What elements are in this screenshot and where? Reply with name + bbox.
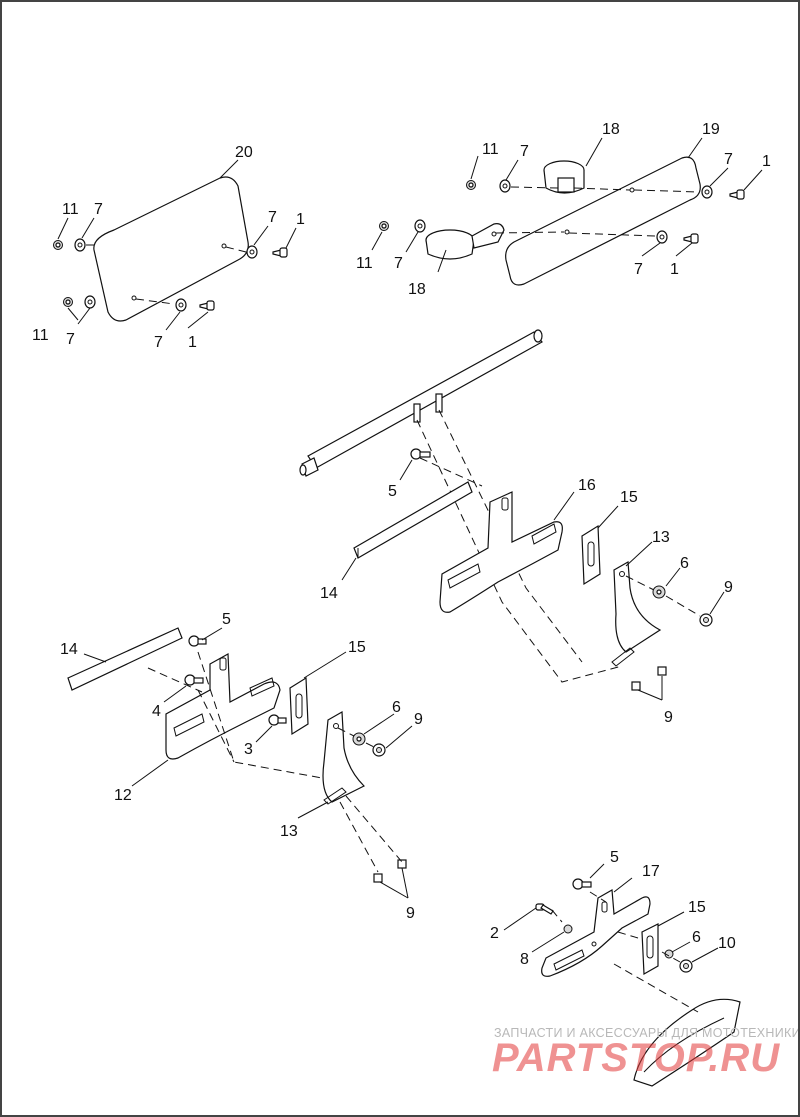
washer-nut-bottom [664,949,693,973]
spacer-15-upper [581,524,601,586]
bracket-13-lower [322,710,366,805]
watermark-tagline: ЗАПЧАСТИ И АКСЕССУАРЫ ДЛЯ МОТОТЕХНИКИ [494,1026,800,1040]
bolt-3 [268,714,287,726]
callout-15: 15 [348,639,366,656]
inserts-9-lower [373,859,407,883]
clamp-18-upper [543,160,585,194]
callout-14: 14 [320,585,338,602]
callout-7: 7 [66,331,75,348]
bracket-17 [541,889,651,977]
mounting-crossbar [299,329,543,477]
callout-11: 11 [482,141,499,158]
watermark-logo: PARTSTOP.RU [492,1036,781,1080]
callout-6: 6 [392,699,401,716]
callout-11: 11 [32,327,49,344]
callout-15: 15 [620,489,638,506]
callout-5: 5 [388,483,397,500]
callout-9: 9 [406,905,415,922]
callout-5: 5 [222,611,231,628]
bolt-5-bottom [572,878,592,890]
assembly-line-b [438,409,583,663]
bolt-4 [184,674,204,686]
callout-16: 16 [578,477,596,494]
bracket-13-upper [611,561,662,667]
assembly-line-a [416,419,623,683]
washer-8 [563,924,573,934]
hardware-set-right-lower [379,219,699,244]
callout-7: 7 [94,201,103,218]
callout-9: 9 [724,579,733,596]
callout-6: 6 [692,929,701,946]
callout-4: 4 [152,703,161,720]
callout-labels: 20 11 7 7 1 11 7 7 1 11 7 18 19 7 1 11 7… [32,121,771,968]
callout-7: 7 [520,143,529,160]
bracket-16 [439,491,563,613]
callout-12: 12 [114,787,132,804]
callout-7: 7 [268,209,277,226]
callout-9: 9 [414,711,423,728]
leader-lines [57,137,763,963]
callout-11: 11 [62,201,79,218]
callout-1: 1 [296,211,305,228]
callout-18: 18 [408,281,426,298]
callout-5: 5 [610,849,619,866]
callout-10: 10 [718,935,736,952]
strip-14-lower [67,627,183,691]
callout-8: 8 [520,951,529,968]
callout-1: 1 [762,153,771,170]
callout-1: 1 [670,261,679,278]
callout-3: 3 [244,741,253,758]
callout-6: 6 [680,555,689,572]
washer-nut-upper [625,575,713,627]
callout-1: 1 [188,334,197,351]
clamp-18-lower [425,223,505,260]
inserts-9-upper [631,666,667,691]
callout-11: 11 [356,255,373,272]
callout-18: 18 [602,121,620,138]
callout-2: 2 [490,925,499,942]
screw-2 [535,903,554,915]
hardware-set-left-lower [63,295,215,312]
callout-14: 14 [60,641,78,658]
spacer-15-lower [289,676,309,736]
strip-14-upper [353,481,473,559]
windshield-panel-20 [93,176,249,322]
callout-7: 7 [634,261,643,278]
callout-13: 13 [652,529,670,546]
bolt-5-lower [188,635,207,647]
bolt-5-upper [410,448,431,460]
callout-7: 7 [154,334,163,351]
callout-15: 15 [688,899,706,916]
hardware-set-left-upper [53,238,288,259]
washer-nut-lower [337,727,386,757]
hardware-set-right-upper [466,179,745,200]
callout-7: 7 [724,151,733,168]
callout-9: 9 [664,709,673,726]
callout-20: 20 [235,144,253,161]
spacer-15-bottom [641,923,659,976]
callout-19: 19 [702,121,720,138]
bracket-12 [165,653,281,760]
callout-17: 17 [642,863,660,880]
callout-7: 7 [394,255,403,272]
callout-13: 13 [280,823,298,840]
fender-tip [633,998,741,1087]
